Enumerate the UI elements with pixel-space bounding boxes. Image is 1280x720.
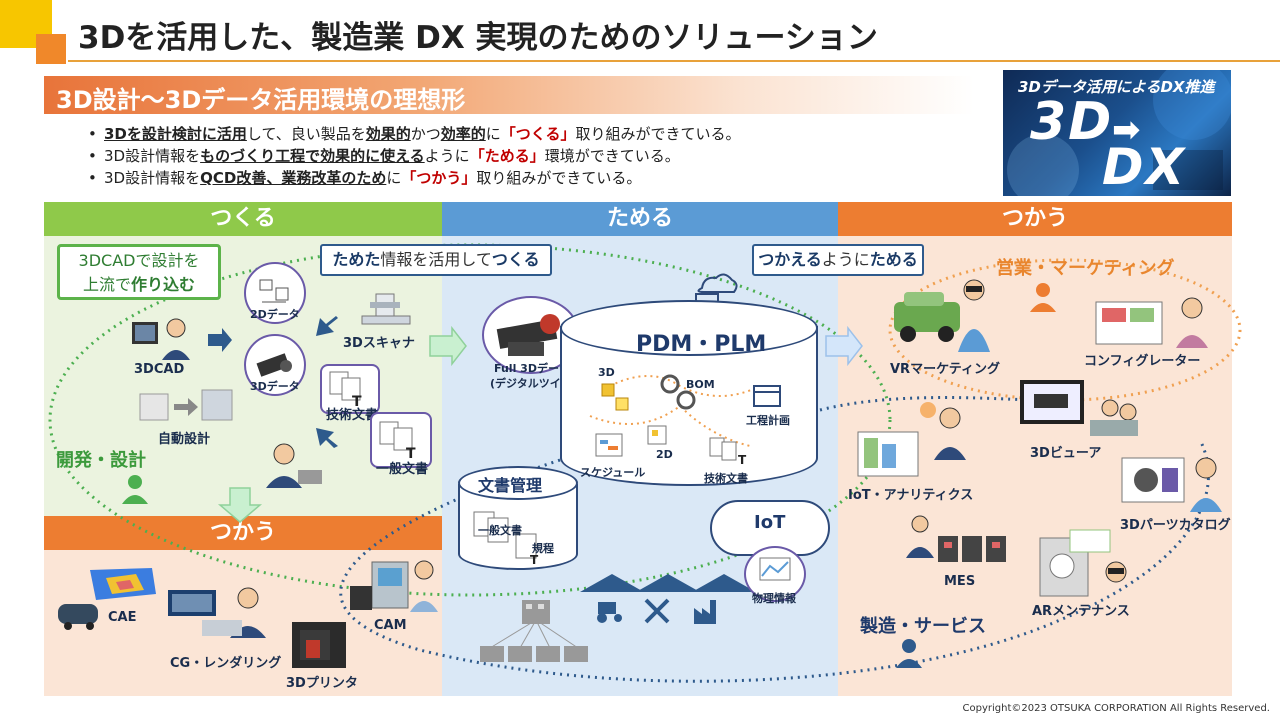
factory-icon bbox=[692, 594, 724, 626]
dev-person-icon bbox=[120, 474, 150, 504]
label-iot-analytics: IoT・アナリティクス bbox=[848, 488, 974, 503]
label-mfg-service: 製造・サービス bbox=[860, 616, 986, 637]
label-auto-design: 自動設計 bbox=[158, 432, 211, 447]
callout-store-usable: つかえるようにためる bbox=[752, 244, 924, 276]
label-dev-design: 開発・設計 bbox=[56, 450, 146, 471]
bullet-use: 3D設計情報をQCD改善、業務改革のために「つかう」取り組みができている。 bbox=[86, 167, 740, 189]
label-cam: CAM bbox=[374, 618, 407, 633]
label-mes: MES bbox=[944, 574, 976, 589]
label-tech-doc: 技術文書 bbox=[326, 408, 379, 423]
goal-bullets: 3Dを設計検討に活用して、良い製品を効果的かつ効率的に「つくる」取り組みができて… bbox=[86, 123, 740, 189]
label-cae: CAE bbox=[108, 610, 137, 625]
tech-doc-icon: T bbox=[320, 364, 380, 414]
pdm-cylinder-top bbox=[560, 300, 818, 356]
docmgmt-docs-icon: T bbox=[468, 508, 566, 567]
dx-banner bbox=[1003, 70, 1231, 196]
iot-analytics-icon bbox=[857, 398, 978, 480]
svg-text:T: T bbox=[738, 453, 747, 467]
label-pdm-plm: PDM・PLM bbox=[636, 332, 767, 357]
physical-info-icon bbox=[744, 546, 806, 602]
tools-icon bbox=[642, 596, 672, 626]
label-cg-rendering: CG・レンダリング bbox=[170, 656, 282, 671]
process-plan-icon bbox=[752, 382, 782, 408]
banner-decoration bbox=[1007, 70, 1231, 196]
title-underline bbox=[68, 60, 1280, 62]
label-3d-scanner: 3Dスキャナ bbox=[343, 336, 415, 351]
bom-gears-icon bbox=[658, 372, 698, 412]
label-vr-marketing: VRマーケティング bbox=[890, 362, 1001, 377]
callout-reuse-data: ためた情報を活用してつくる bbox=[320, 244, 552, 276]
3d-cubes-icon bbox=[598, 380, 634, 416]
label-process-plan: 工程計画 bbox=[746, 414, 790, 427]
label-3d-data: 3Dデータ bbox=[250, 380, 300, 393]
3dcad-user-icon bbox=[132, 316, 196, 362]
label-3d-printer: 3Dプリンタ bbox=[286, 676, 358, 691]
pdm-techdoc-icon: T bbox=[706, 436, 750, 467]
label-digital-twin: (デジタルツイン) bbox=[490, 377, 577, 390]
banner-arrow-icon: ➡ bbox=[1112, 110, 1141, 150]
label-pdm-techdoc: 技術文書 bbox=[704, 472, 748, 485]
label-sales-marketing: 営業・マーケティング bbox=[996, 258, 1175, 279]
callout-design-upstream: 3DCADで設計を 上流で作り込む bbox=[57, 244, 221, 300]
label-2d-data: 2Dデータ bbox=[250, 308, 300, 321]
3d-printer-icon bbox=[290, 620, 348, 670]
copyright: Copyright©2023 OTSUKA CORPORATION All Ri… bbox=[962, 703, 1270, 714]
bullet-store: 3D設計情報をものづくり工程で効果的に使えるように「ためる」環境ができている。 bbox=[86, 145, 740, 167]
banner-subtitle: 3Dデータ活用によるDX推進 bbox=[1018, 78, 1215, 96]
label-doc-general: 一般文書 bbox=[478, 524, 522, 537]
designer-user-icon bbox=[262, 440, 324, 492]
cae-icon bbox=[56, 560, 160, 630]
label-pdm-3d: 3D bbox=[598, 366, 615, 379]
svg-text:T: T bbox=[406, 446, 416, 462]
3d-viewer-icon bbox=[1020, 378, 1138, 440]
2d-data-icon bbox=[244, 262, 306, 324]
label-3d-viewer: 3Dビューア bbox=[1030, 446, 1102, 461]
banner-dx: DX bbox=[1102, 138, 1187, 196]
vr-marketing-icon bbox=[894, 276, 998, 354]
sales-person-icon bbox=[1028, 282, 1058, 312]
mes-icon bbox=[904, 512, 1008, 572]
mfg-person-icon bbox=[894, 638, 924, 668]
bullet-make: 3Dを設計検討に活用して、良い製品を効果的かつ効率的に「つくる」取り組みができて… bbox=[86, 123, 740, 145]
2d-drawing-icon bbox=[646, 424, 668, 446]
label-bom: BOM bbox=[686, 378, 715, 391]
3d-scanner-icon bbox=[358, 290, 414, 328]
label-physical-info: 物理情報 bbox=[752, 592, 796, 605]
3d-data-icon bbox=[244, 334, 306, 396]
cam-icon bbox=[350, 556, 440, 616]
svg-text:T: T bbox=[352, 394, 362, 410]
label-iot: IoT bbox=[754, 512, 786, 533]
pdm-links bbox=[589, 375, 761, 447]
panel-header-make: つくる bbox=[44, 202, 442, 236]
schedule-icon bbox=[594, 432, 624, 458]
panel-header-use: つかう bbox=[838, 202, 1232, 236]
label-3d-parts-catalog: 3Dパーツカタログ bbox=[1120, 518, 1231, 533]
ar-maintenance-icon bbox=[1039, 528, 1144, 598]
tractor-icon bbox=[592, 596, 626, 624]
label-full-3d: Full 3Dデータ bbox=[494, 362, 570, 375]
3d-parts-catalog-icon bbox=[1121, 454, 1224, 512]
cg-rendering-icon bbox=[168, 584, 268, 640]
label-3dcad: 3DCAD bbox=[134, 362, 185, 377]
label-schedule: スケジュール bbox=[580, 466, 646, 479]
page-title: 3Dを活用した、製造業 DX 実現のためのソリューション bbox=[78, 20, 878, 56]
banner-3d: 3D bbox=[1030, 92, 1114, 152]
plant-row-icon bbox=[478, 640, 590, 664]
label-configurator: コンフィグレーター bbox=[1084, 354, 1201, 369]
subtitle-band bbox=[44, 76, 974, 114]
docmgmt-cylinder-top bbox=[458, 466, 578, 500]
section-subtitle: 3D設計～3Dデータ活用環境の理想形 bbox=[56, 86, 466, 114]
title-accent-orange bbox=[36, 34, 66, 64]
svg-text:T: T bbox=[530, 553, 539, 567]
configurator-icon bbox=[1095, 296, 1214, 348]
auto-design-icon bbox=[139, 388, 234, 424]
general-doc-icon: T bbox=[370, 412, 432, 468]
building-icon bbox=[518, 598, 554, 624]
label-ar-maintenance: ARメンテナンス bbox=[1032, 604, 1130, 619]
label-pdm-2d: 2D bbox=[656, 448, 673, 461]
label-doc-rules: 規程 bbox=[532, 542, 554, 555]
panel-header-store: ためる bbox=[442, 202, 838, 236]
label-doc-mgmt: 文書管理 bbox=[478, 476, 543, 495]
label-general-doc: 一般文書 bbox=[376, 462, 429, 477]
